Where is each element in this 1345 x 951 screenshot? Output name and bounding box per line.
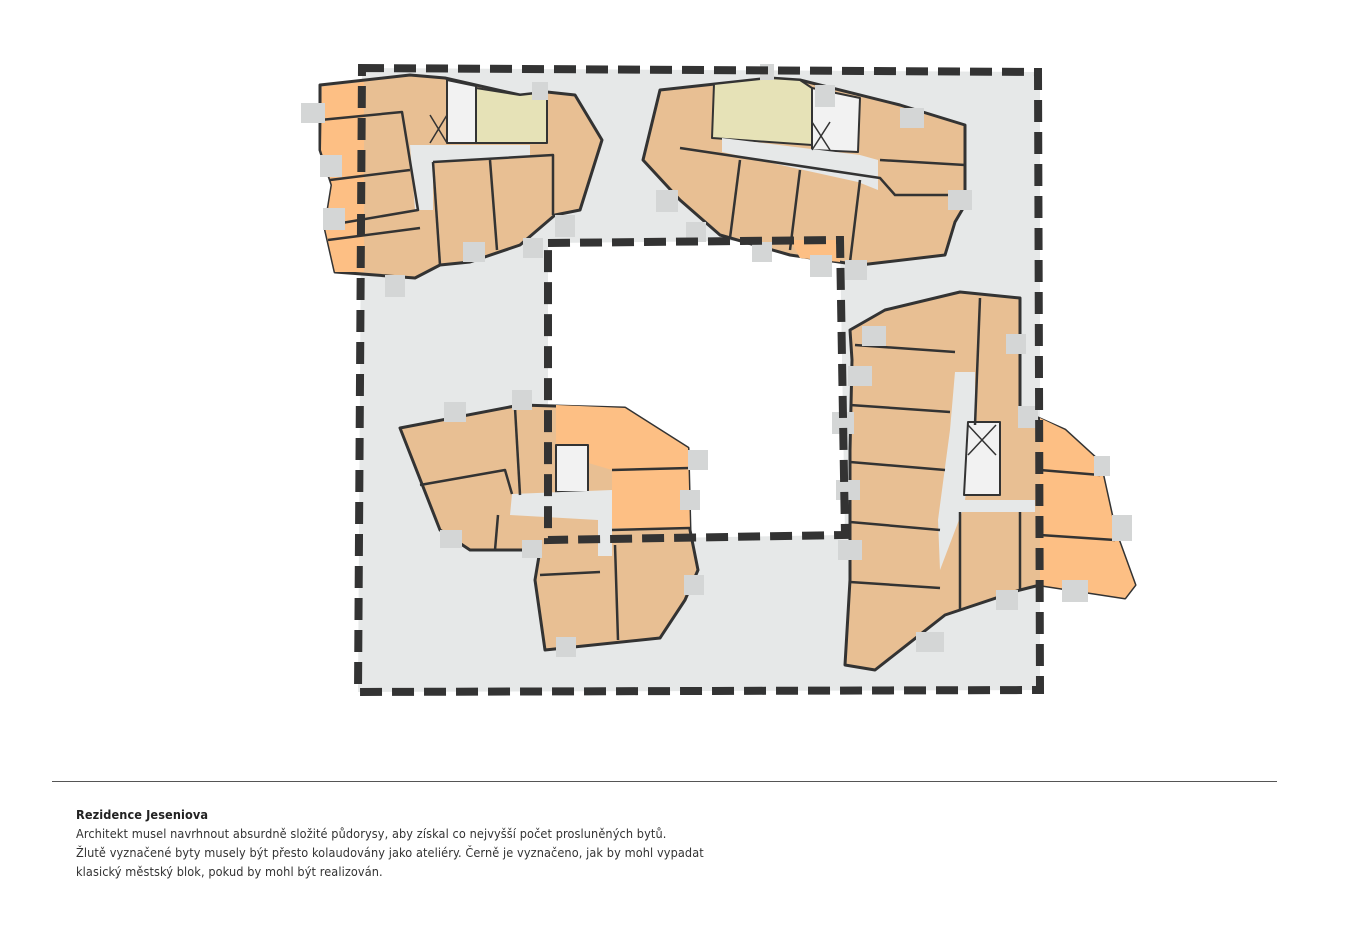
core-c: [555, 444, 589, 493]
floor-plan-diagram: [301, 63, 1137, 697]
caption-line: Žlutě vyznačené byty musely být přesto k…: [76, 845, 704, 860]
caption-divider: [52, 781, 1277, 782]
studio-b: [711, 77, 813, 146]
caption-line: klasický městský blok, pokud by mohl být…: [76, 864, 383, 879]
corridor-d: [938, 372, 1035, 570]
caption-title: Rezidence Jeseniova: [76, 807, 209, 822]
balconies: [301, 64, 1132, 657]
sunlit-units-c: [556, 405, 690, 528]
outer-dashed-boundary: [353, 63, 1045, 697]
corridor-b: [722, 138, 878, 190]
core-d: [963, 421, 1001, 496]
corridor-c: [510, 490, 612, 556]
sunlit-units-d: [1040, 418, 1135, 598]
classic-block-outline: [353, 63, 1045, 697]
caption-line: Architekt musel navrhnout absurdně složi…: [76, 826, 667, 841]
core-a: [446, 79, 477, 144]
caption: Rezidence Jeseniova Architekt musel navr…: [76, 805, 704, 881]
inner-dashed-boundary: [544, 235, 850, 545]
